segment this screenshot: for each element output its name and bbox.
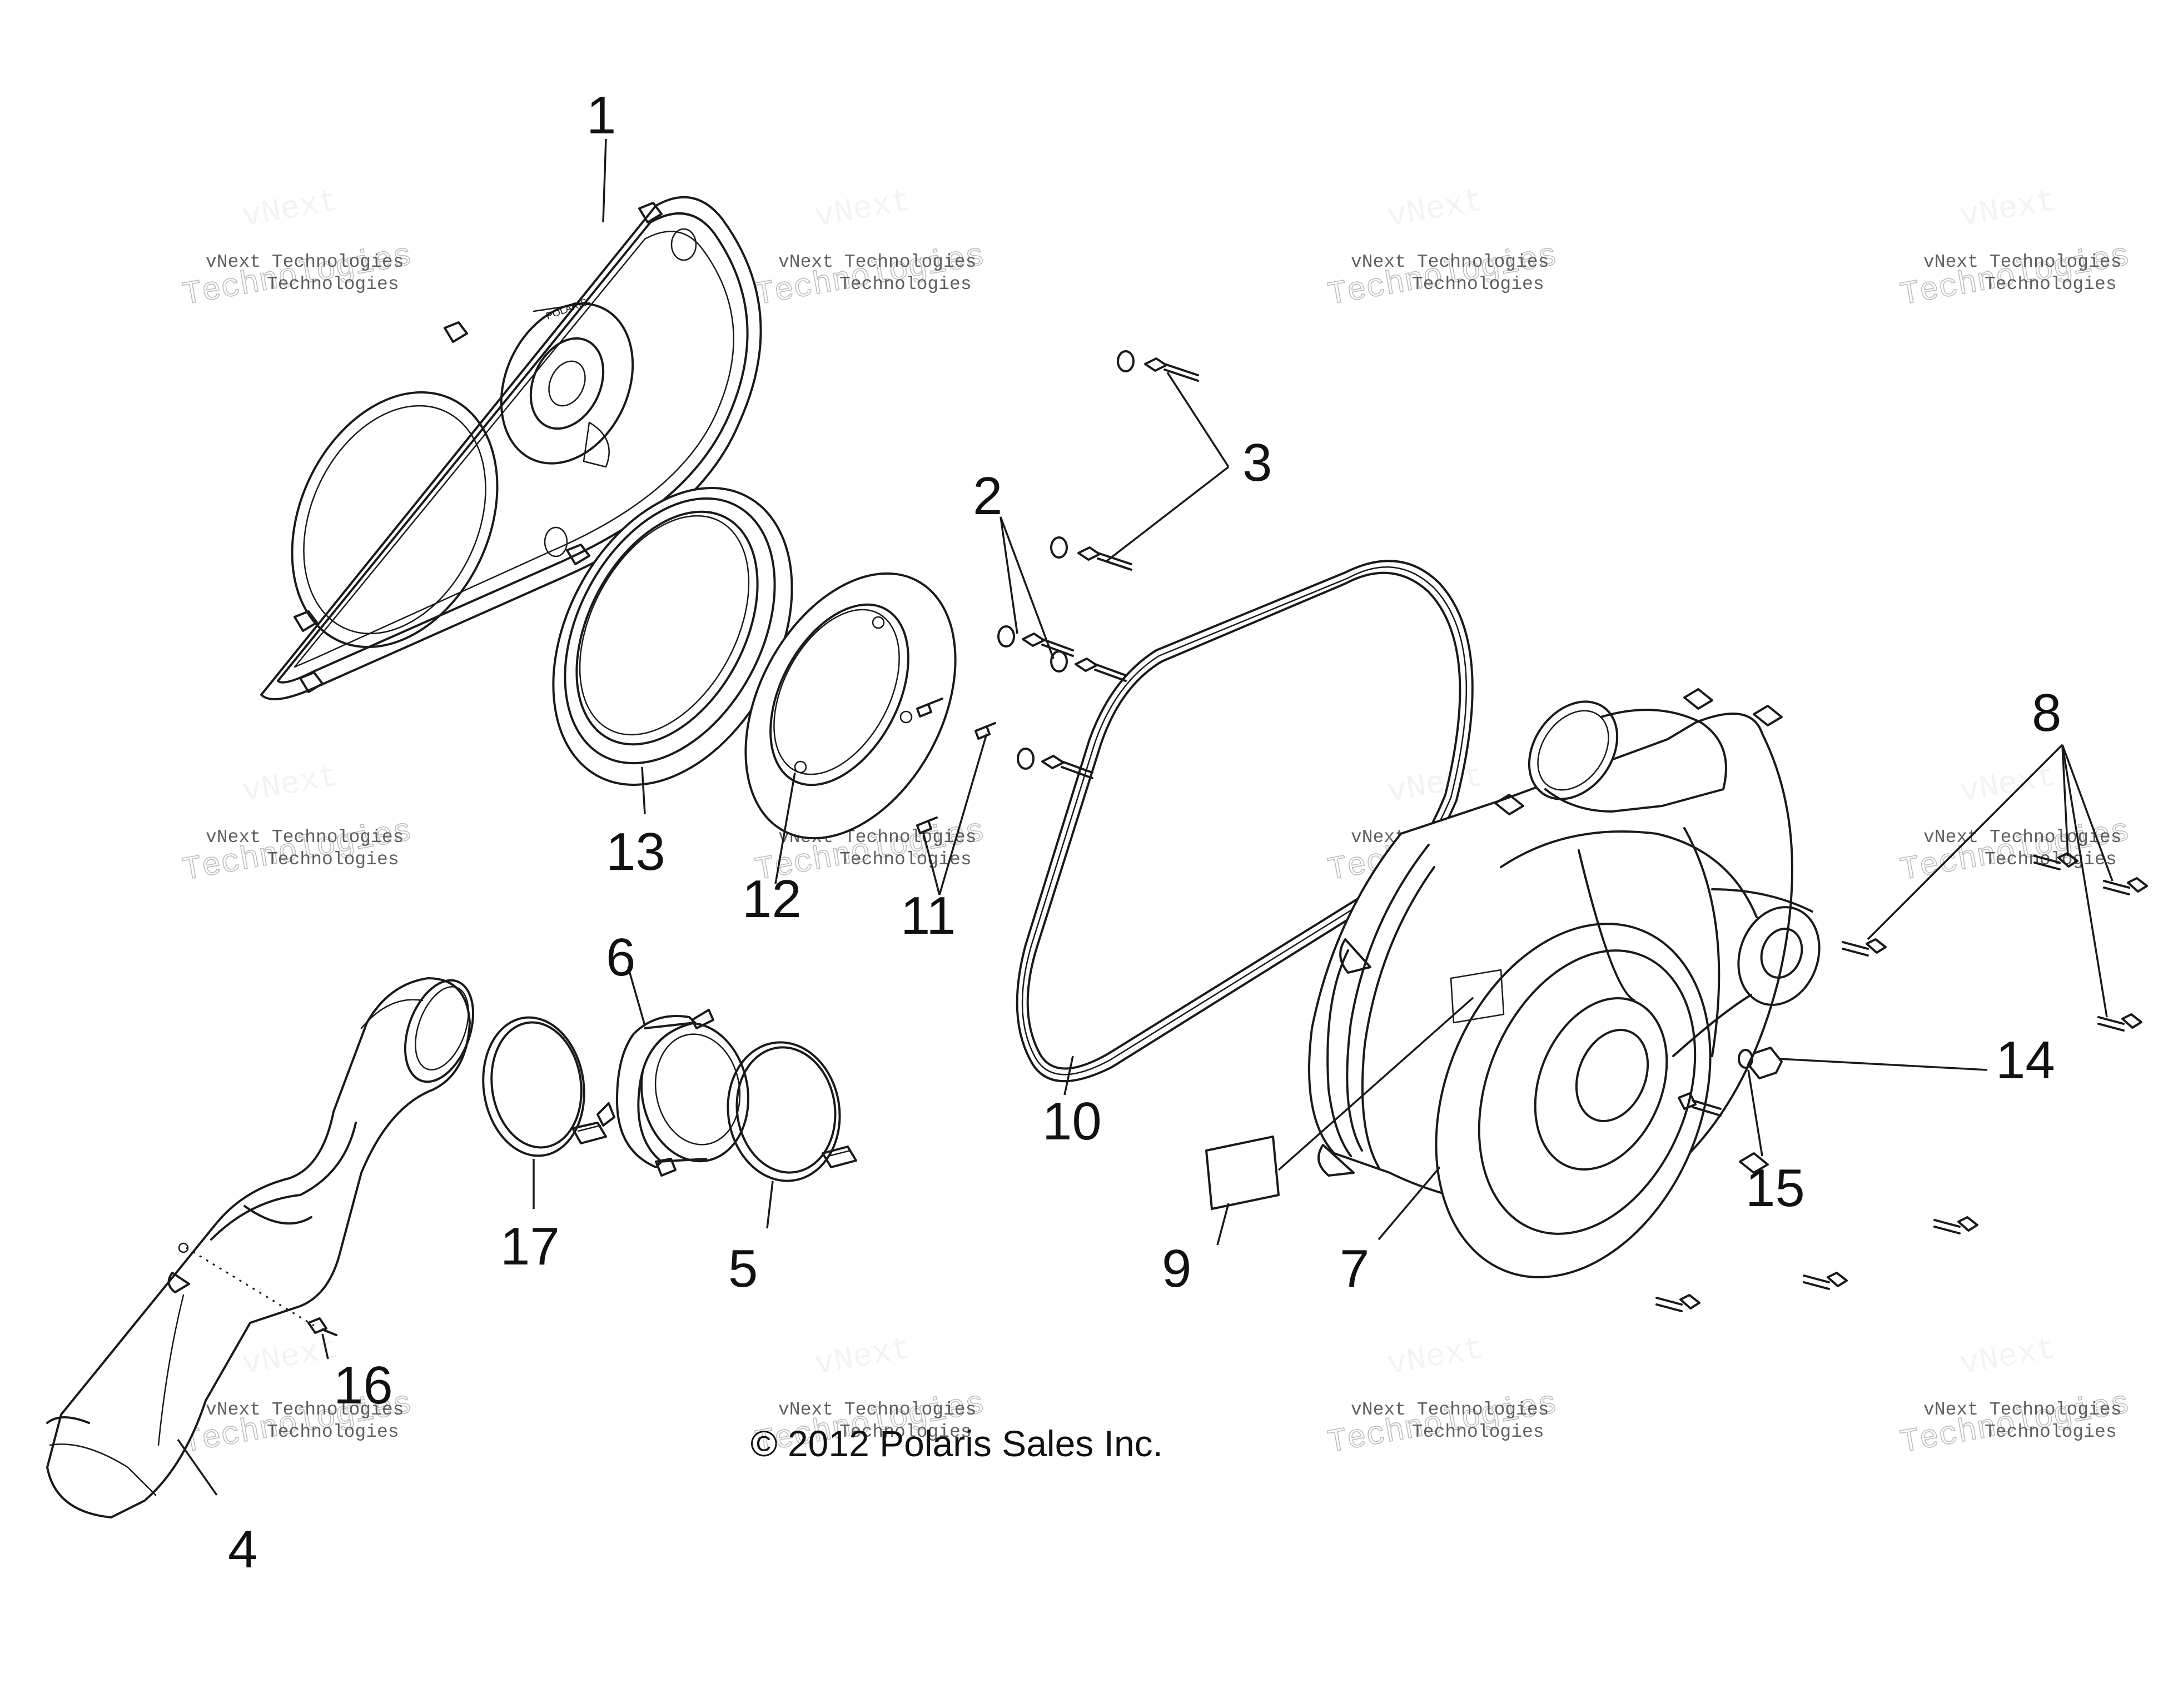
copyright-notice: © 2012 Polaris Sales Inc.: [750, 1423, 1163, 1464]
part-clamp-5: [727, 1041, 857, 1182]
watermark-small: vNext Technologies: [206, 252, 404, 272]
watermark-big: vNext: [812, 183, 914, 236]
callout-8: 8: [2032, 683, 2061, 743]
watermark: vNext Technologies vNext Technologies Te…: [180, 183, 415, 315]
watermark-small: Technologies: [267, 1422, 399, 1442]
watermark-big: vNext: [240, 1331, 341, 1383]
callout-15: 15: [1746, 1158, 1805, 1218]
watermark-big: vNext: [1957, 183, 2059, 236]
watermark-big: vNext: [812, 1331, 914, 1383]
watermark-small: vNext Technologies: [1923, 1400, 2121, 1420]
watermark-big: vNext: [240, 183, 341, 236]
watermark-big: vNext: [240, 759, 341, 811]
watermark-big: vNext: [1957, 759, 2059, 811]
part-bolts: [997, 350, 1199, 779]
watermark-small: Technologies: [1985, 274, 2117, 295]
part-label: [1205, 969, 1505, 1210]
callout-6: 6: [606, 928, 635, 987]
callout-4: 4: [228, 1520, 257, 1579]
leader-lines: [177, 138, 2114, 1496]
callout-9: 9: [1162, 1239, 1191, 1298]
watermark-small: Technologies: [839, 274, 972, 295]
callout-1: 1: [586, 86, 616, 145]
part-duct-screw: [178, 1242, 337, 1336]
watermark: vNext Technologies vNext Technologies Te…: [1325, 183, 1560, 315]
watermark: vNext Technologies vNext Technologies Te…: [1897, 759, 2133, 890]
watermark-small: vNext Technologies: [778, 1400, 976, 1420]
watermark-big: vNext: [1957, 1331, 2059, 1383]
callouts: 1 2 3 4 5 6 7 8 9 10 11 12 13 14 15 16 1…: [228, 86, 2061, 1579]
watermark-small: vNext Technologies: [206, 827, 404, 848]
callout-13: 13: [606, 822, 665, 882]
watermark: vNext Technologies vNext Technologies Te…: [1325, 1331, 1560, 1462]
callout-14: 14: [1996, 1030, 2055, 1090]
watermark: vNext Technologies vNext Technologies Te…: [1897, 1331, 2133, 1462]
callout-5: 5: [728, 1239, 758, 1298]
callout-17: 17: [500, 1217, 560, 1276]
part-screws-11: [916, 698, 996, 834]
watermark-small: Technologies: [1412, 1422, 1544, 1442]
watermark-small: vNext Technologies: [1923, 827, 2121, 848]
watermark-small: vNext Technologies: [1351, 1400, 1549, 1420]
watermark: vNext Technologies vNext Technologies Te…: [752, 183, 988, 315]
part-drain-plug: [1678, 1047, 1783, 1117]
watermarks: vNext Technologies vNext Technologies Te…: [180, 183, 2133, 1462]
watermark-small: vNext Technologies: [206, 1400, 404, 1420]
part-coupler: [596, 1009, 750, 1177]
watermark-big: vNext: [1385, 1331, 1486, 1383]
watermark-small: vNext Technologies: [1923, 252, 2121, 272]
watermark-small: Technologies: [267, 274, 399, 295]
part-air-duct: [46, 977, 475, 1518]
watermark-big: vNext: [1385, 759, 1486, 811]
callout-12: 12: [742, 869, 802, 929]
part-clamp-17: [482, 1016, 607, 1157]
watermark: vNext Technologies vNext Technologies Te…: [180, 759, 415, 890]
watermark-small: Technologies: [267, 849, 399, 870]
callout-7: 7: [1340, 1239, 1369, 1298]
part-inner-cover: POLARIS: [260, 196, 762, 700]
watermark-big: vNext: [1385, 183, 1486, 236]
watermark-small: vNext Technologies: [778, 252, 976, 272]
callout-2: 2: [973, 466, 1002, 526]
watermark-small: vNext Technologies: [1351, 252, 1549, 272]
part-outer-cover: [1308, 688, 1821, 1278]
part-cover-bolts: [1655, 852, 2148, 1312]
watermark-small: Technologies: [1985, 1422, 2117, 1442]
watermark: vNext Technologies vNext Technologies Te…: [1897, 183, 2133, 315]
callout-3: 3: [1242, 433, 1272, 492]
watermark-small: Technologies: [839, 1422, 972, 1442]
callout-16: 16: [334, 1356, 393, 1415]
watermark-small: Technologies: [1412, 274, 1544, 295]
callout-11: 11: [901, 886, 956, 945]
callout-10: 10: [1042, 1092, 1102, 1151]
